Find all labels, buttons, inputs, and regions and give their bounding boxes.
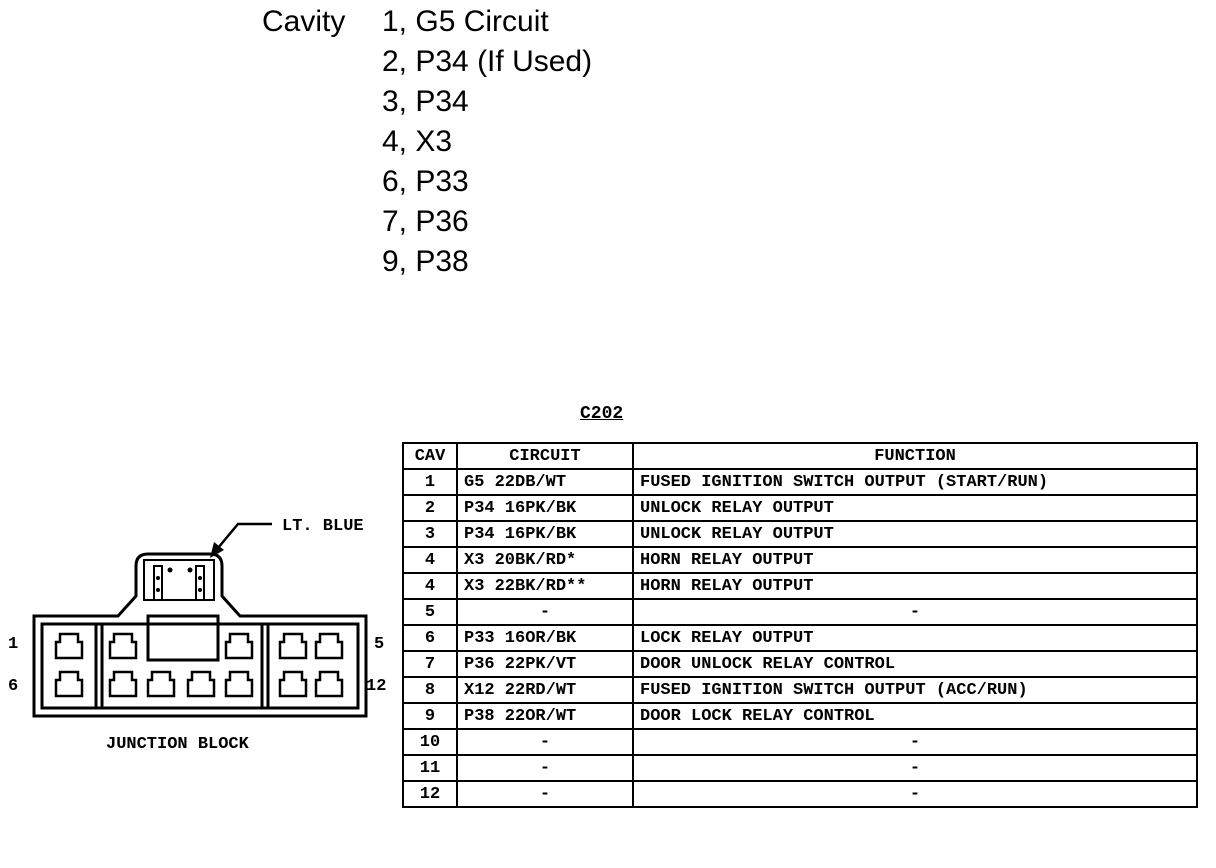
pin-label-bottom-right: 12: [366, 677, 386, 696]
pin-label-top-left: 1: [8, 635, 18, 654]
cell-cav: 12: [402, 780, 458, 808]
connector-shell: [32, 552, 368, 718]
cell-cav: 8: [402, 676, 458, 704]
cell-function: UNLOCK RELAY OUTPUT: [632, 494, 1198, 522]
cell-circuit: G5 22DB/WT: [456, 468, 634, 496]
table-row: 11--: [402, 754, 1198, 782]
cell-function: HORN RELAY OUTPUT: [632, 546, 1198, 574]
cell-cav: 4: [402, 572, 458, 600]
connector-caption: JUNCTION BLOCK: [106, 735, 250, 754]
cell-cav: 2: [402, 494, 458, 522]
cavity-list-item: 1, G5 Circuit: [382, 5, 549, 38]
cell-cav: 4: [402, 546, 458, 574]
cell-function: DOOR LOCK RELAY CONTROL: [632, 702, 1198, 730]
cell-function: -: [632, 598, 1198, 626]
cavity-list-item: 6, P33: [382, 165, 469, 198]
cavity-list-item: 3, P34: [382, 85, 469, 118]
cell-function: FUSED IGNITION SWITCH OUTPUT (ACC/RUN): [632, 676, 1198, 704]
cell-function: UNLOCK RELAY OUTPUT: [632, 520, 1198, 548]
cell-circuit: -: [456, 598, 634, 626]
table-title: C202: [580, 404, 624, 424]
color-leader-arrow-icon: [210, 522, 272, 558]
cell-function: FUSED IGNITION SWITCH OUTPUT (START/RUN): [632, 468, 1198, 496]
cell-function: -: [632, 780, 1198, 808]
cavity-list-item: 2, P34 (If Used): [382, 45, 593, 78]
cell-function: -: [632, 728, 1198, 756]
cavity-title: Cavity: [262, 5, 346, 38]
cell-circuit: P36 22PK/VT: [456, 650, 634, 678]
cell-circuit: X3 20BK/RD*: [456, 546, 634, 574]
cell-cav: 9: [402, 702, 458, 730]
cell-cav: 6: [402, 624, 458, 652]
table-header-row: CAV CIRCUIT FUNCTION: [402, 442, 1198, 470]
cell-circuit: P38 22OR/WT: [456, 702, 634, 730]
cell-cav: 10: [402, 728, 458, 756]
cell-circuit: P33 16OR/BK: [456, 624, 634, 652]
header-function: FUNCTION: [632, 442, 1198, 470]
cell-circuit: -: [456, 780, 634, 808]
cavity-list-item: 4, X3: [382, 125, 453, 158]
cell-function: DOOR UNLOCK RELAY CONTROL: [632, 650, 1198, 678]
table-row: 5--: [402, 598, 1198, 626]
cell-cav: 1: [402, 468, 458, 496]
junction-block-connector-drawing: LT. BLUE 1 5 6 12 JUNCTION BLOCK: [8, 517, 386, 754]
connector-color-label: LT. BLUE: [282, 517, 364, 536]
header-circuit: CIRCUIT: [456, 442, 634, 470]
connector-cavities: [54, 632, 344, 698]
cell-circuit: P34 16PK/BK: [456, 494, 634, 522]
cell-function: HORN RELAY OUTPUT: [632, 572, 1198, 600]
pin-label-bottom-left: 6: [8, 677, 18, 696]
latch-dots: [156, 567, 202, 592]
pin-label-top-right: 5: [374, 635, 384, 654]
table-row: 12--: [402, 780, 1198, 808]
cell-circuit: -: [456, 754, 634, 782]
cavity-list: 1, G5 Circuit 2, P34 (If Used) 3, P34 4, X3…: [382, 2, 592, 282]
cell-cav: 5: [402, 598, 458, 626]
cell-function: LOCK RELAY OUTPUT: [632, 624, 1198, 652]
cell-circuit: X3 22BK/RD**: [456, 572, 634, 600]
cell-cav: 11: [402, 754, 458, 782]
cell-circuit: X12 22RD/WT: [456, 676, 634, 704]
cell-circuit: -: [456, 728, 634, 756]
header-cav: CAV: [402, 442, 458, 470]
cavity-list-item: 9, P38: [382, 245, 469, 278]
cavity-list-item: 7, P36: [382, 205, 469, 238]
cell-cav: 7: [402, 650, 458, 678]
cell-circuit: P34 16PK/BK: [456, 520, 634, 548]
table-row: 10--: [402, 728, 1198, 756]
cell-function: -: [632, 754, 1198, 782]
cell-cav: 3: [402, 520, 458, 548]
